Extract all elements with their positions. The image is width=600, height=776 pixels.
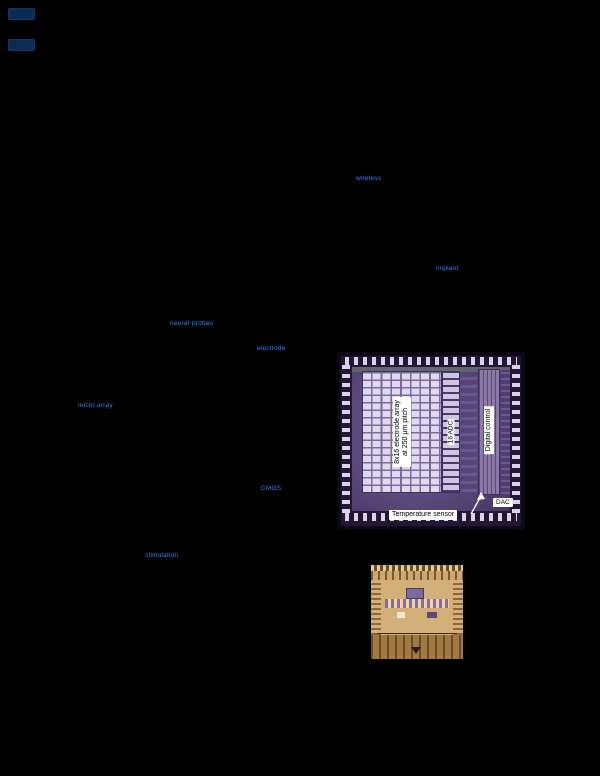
- bond-pads-left: [342, 365, 350, 513]
- fig2-block: [397, 612, 405, 618]
- mid-circuitry: [461, 372, 477, 492]
- bond-pads-top: [345, 357, 517, 365]
- fig2-bottom-band: [371, 635, 463, 659]
- digital-control-label: Digital control: [483, 405, 495, 455]
- fig2-cell-row: [385, 599, 449, 608]
- inline-link[interactable]: wireless: [356, 175, 382, 182]
- fig2-block: [407, 589, 423, 598]
- dac-label: DAC: [493, 498, 513, 508]
- bond-pads-right: [512, 365, 520, 513]
- corner-glyph-top: [8, 8, 35, 20]
- chip-micrograph-figure: 8x16 electrode array at 250 µm pitch 16 …: [337, 352, 525, 530]
- inline-link[interactable]: CMOS: [261, 485, 282, 492]
- adc-label: 16 ADC: [447, 418, 455, 446]
- die-top-strip: [352, 367, 510, 372]
- electrode-array-label-line2: at 250 µm pitch: [402, 407, 409, 457]
- inline-link[interactable]: probes: [192, 320, 214, 327]
- right-circuitry: [501, 370, 510, 494]
- fig2-pointer-mark: [411, 647, 421, 654]
- fig2-pad-row-top: [371, 565, 463, 571]
- inline-link[interactable]: stimulation: [145, 552, 179, 559]
- fig2-pad-row-2: [371, 571, 463, 580]
- inline-link[interactable]: micro: [78, 402, 95, 409]
- fig2-block: [427, 612, 437, 618]
- inline-link[interactable]: neural: [170, 320, 190, 327]
- fig2-divider-line: [377, 633, 457, 634]
- temperature-sensor-label: Temperature sensor: [389, 510, 458, 521]
- electrode-array-label: 8x16 electrode array at 250 µm pitch: [392, 397, 412, 467]
- fig2-right-hatch: [453, 580, 463, 635]
- inline-link[interactable]: implant: [436, 265, 459, 272]
- electrode-array-label-line1: 8x16 electrode array: [393, 400, 401, 464]
- corner-glyph-bottom: [8, 39, 35, 51]
- temperature-arrow-icon: [470, 492, 485, 515]
- chip-micrograph-figure-2: [371, 565, 463, 659]
- fig2-left-hatch: [371, 580, 381, 635]
- inline-link[interactable]: array: [97, 402, 113, 409]
- inline-link[interactable]: electrode: [257, 345, 286, 352]
